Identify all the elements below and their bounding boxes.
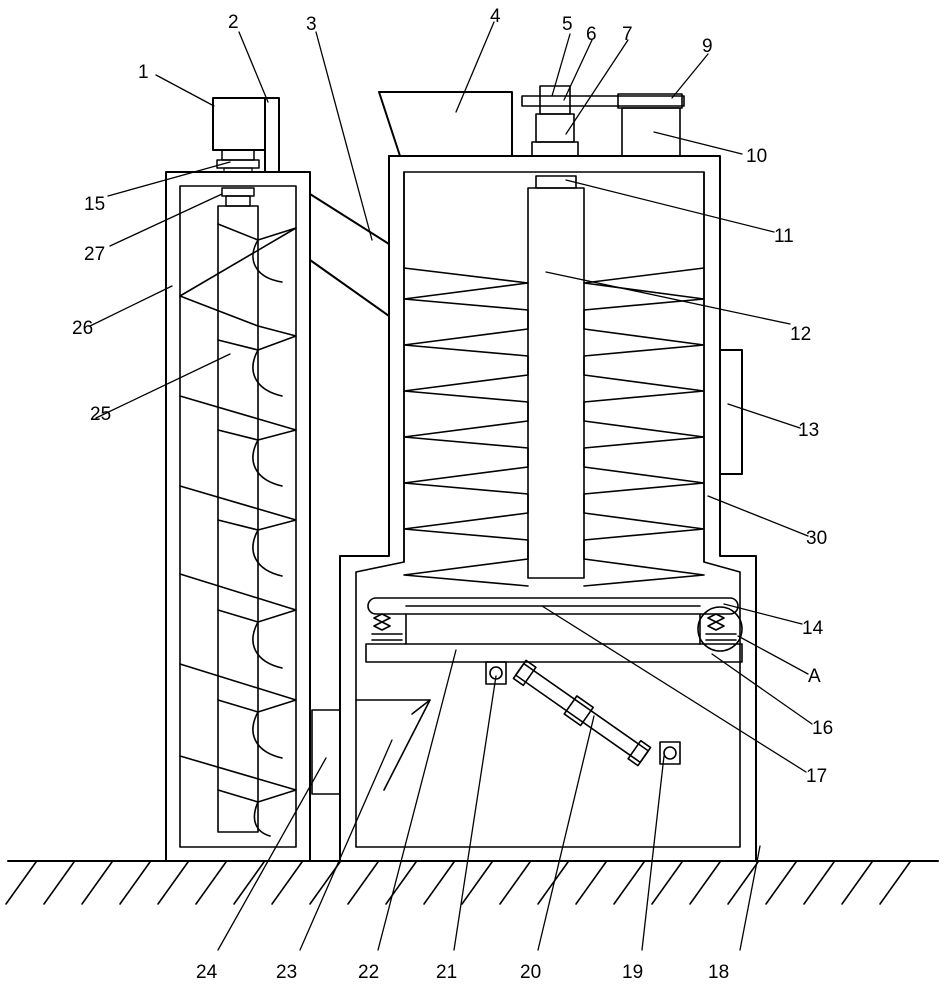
elevator-motor	[212, 97, 280, 207]
callout-16: 16	[812, 718, 833, 739]
callout-20: 20	[520, 962, 541, 983]
callout-17: 17	[806, 766, 827, 787]
callout-11: 11	[774, 226, 794, 247]
ground-hatch-line	[841, 861, 873, 905]
ground-hatch-line	[879, 861, 911, 905]
callout-12: 12	[790, 324, 811, 345]
ground-hatch-line	[461, 861, 493, 905]
ground-hatch-line	[575, 861, 607, 905]
ground-hatch-line	[233, 861, 265, 905]
teeth-left	[403, 267, 529, 587]
ground-hatch-line	[651, 861, 683, 905]
callout-9: 9	[702, 36, 713, 57]
leader-lines	[89, 21, 813, 951]
ground-hatch-line	[347, 861, 379, 905]
ground-hatch-line	[727, 861, 759, 905]
callout-A: A	[808, 666, 821, 687]
callout-26: 26	[72, 318, 93, 339]
callout-25: 25	[90, 404, 111, 425]
callout-14: 14	[802, 618, 824, 639]
crushing-box	[339, 155, 757, 862]
ground-hatch-line	[423, 861, 455, 905]
callout-24: 24	[196, 962, 218, 983]
callout-labels: 1 2 3 4 5 6 7 9 10 11 12 13 30 14 A 16 1…	[72, 6, 833, 983]
callout-13: 13	[798, 420, 819, 441]
callout-3: 3	[306, 14, 317, 35]
callout-15: 15	[84, 194, 105, 215]
callout-18: 18	[708, 962, 729, 983]
teeth-right	[583, 267, 705, 587]
ground-hatch-line	[157, 861, 189, 905]
callout-19: 19	[622, 962, 643, 983]
callout-21: 21	[436, 962, 457, 983]
transfer-chute	[309, 193, 390, 317]
callout-2: 2	[228, 12, 239, 33]
discharge-funnel	[355, 699, 431, 791]
ground-hatch-line	[271, 861, 303, 905]
callout-30: 30	[806, 528, 827, 549]
callout-1: 1	[138, 62, 149, 83]
callout-4: 4	[490, 6, 501, 27]
ground-hatch-line	[613, 861, 645, 905]
ground-hatch-line	[5, 861, 37, 905]
ground-hatch-line	[195, 861, 227, 905]
callout-5: 5	[562, 14, 573, 35]
ground-hatch-line	[43, 861, 75, 905]
ground-hatch-line	[537, 861, 569, 905]
ground-hatch-line	[803, 861, 835, 905]
hydraulic-cylinder	[485, 659, 681, 767]
callout-23: 23	[276, 962, 297, 983]
ground-hatch-line	[385, 861, 417, 905]
ground-hatch-line	[765, 861, 797, 905]
ground-hatch-line	[81, 861, 113, 905]
outlet-pipe	[311, 709, 341, 795]
ground-hatch-line	[499, 861, 531, 905]
callout-7: 7	[622, 24, 633, 45]
callout-27: 27	[84, 244, 105, 265]
callout-22: 22	[358, 962, 379, 983]
crushing-roller	[403, 187, 705, 587]
ground-hatch-line	[119, 861, 151, 905]
ground	[5, 860, 939, 905]
screw-conveyor	[179, 205, 297, 837]
callout-10: 10	[746, 146, 767, 167]
ground-hatch-line	[689, 861, 721, 905]
control-box	[719, 349, 743, 475]
screen-assembly	[365, 597, 743, 663]
callout-6: 6	[586, 24, 597, 45]
feed-hopper	[378, 91, 513, 157]
